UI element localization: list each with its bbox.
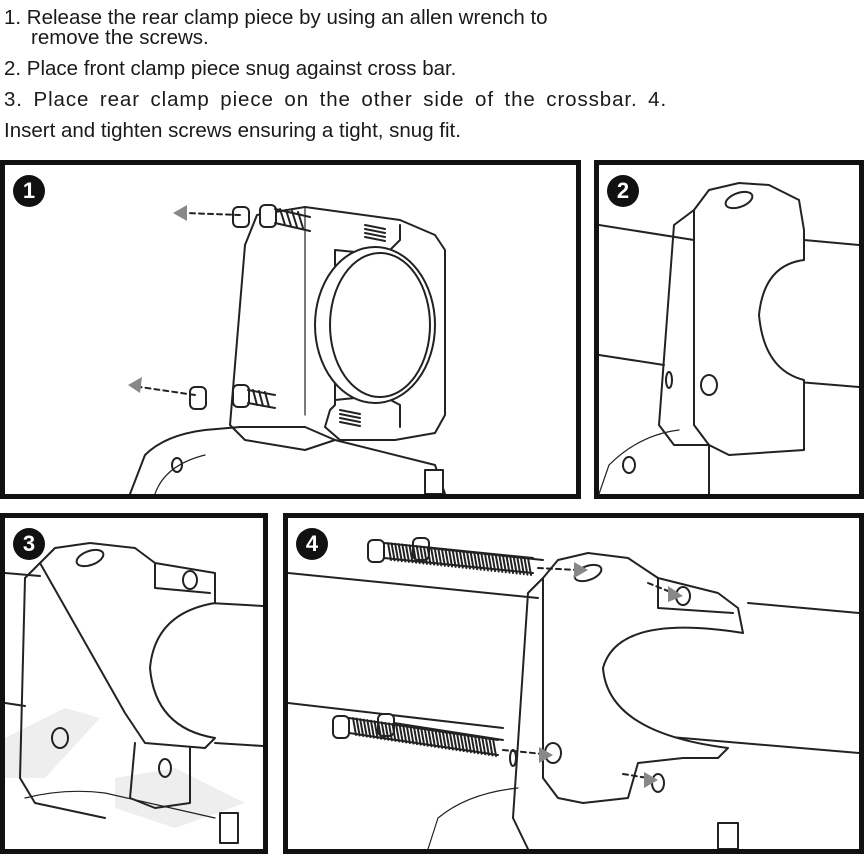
step-2: 2. Place front clamp piece snug against …	[4, 57, 457, 80]
allen-screw-icon	[332, 713, 504, 757]
clamp-illustration-1	[128, 204, 446, 494]
panel-3: 3	[0, 513, 268, 854]
dashed-arrow-icon	[128, 205, 241, 396]
step-badge-3: 3	[13, 528, 45, 560]
clamp-illustration-2	[599, 182, 859, 494]
instructions: 1. Release the rear clamp piece by using…	[4, 2, 854, 146]
allen-screw-icon	[189, 384, 276, 410]
panel-4: 4	[283, 513, 864, 854]
step-badge-1: 1	[13, 175, 45, 207]
step-1-line-1: 1. Release the rear clamp piece by using…	[4, 6, 548, 29]
step-3: 3. Place rear clamp piece on the other s…	[4, 88, 668, 111]
clamp-illustration-3	[5, 542, 263, 844]
clamp-illustration-4	[288, 537, 859, 849]
allen-screw-icon	[232, 204, 311, 232]
step-badge-2: 2	[607, 175, 639, 207]
step-1-line-2: remove the screws.	[31, 26, 209, 49]
step-4: Insert and tighten screws ensuring a tig…	[4, 119, 461, 142]
panel-2: 2	[594, 160, 864, 499]
panel-1: 1	[0, 160, 581, 499]
step-badge-4: 4	[296, 528, 328, 560]
dashed-arrow-icon	[502, 562, 683, 788]
allen-screw-icon	[367, 537, 544, 576]
